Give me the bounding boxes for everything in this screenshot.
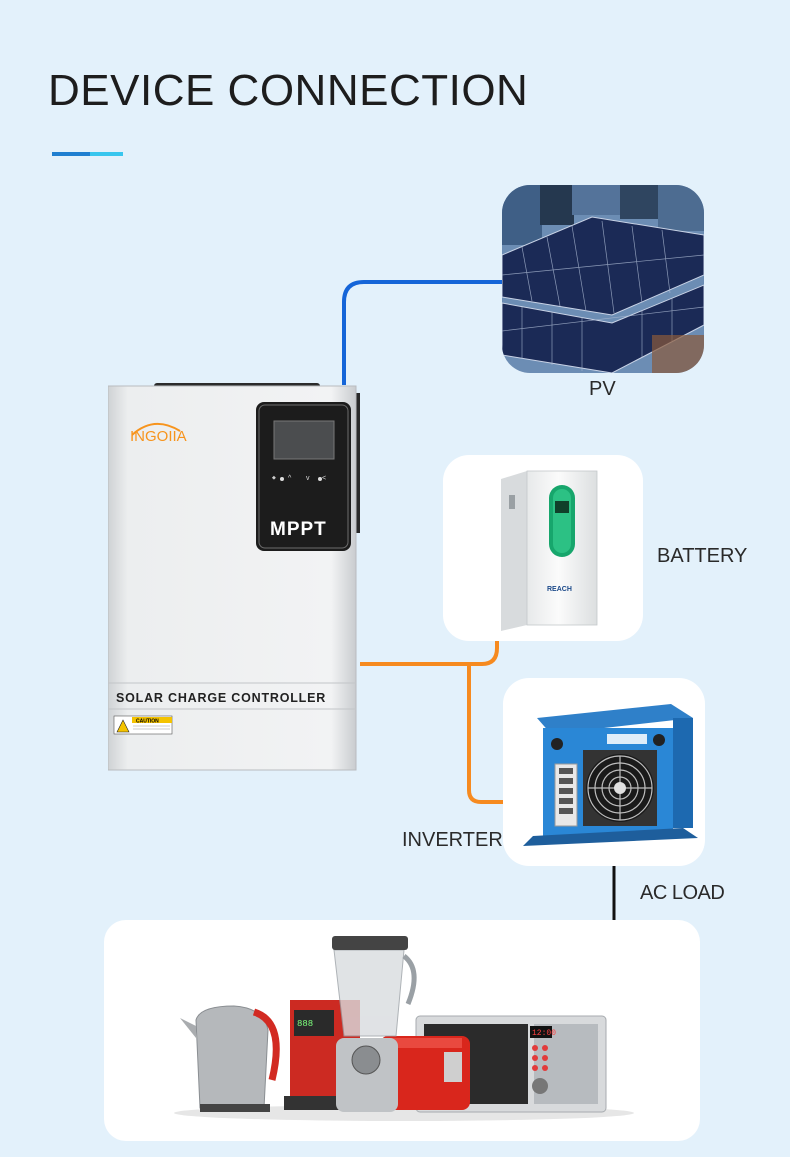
product-name-strip: SOLAR CHARGE CONTROLLER (116, 691, 326, 705)
pv-card (502, 185, 704, 373)
svg-text:^: ^ (288, 475, 292, 482)
page-title: DEVICE CONNECTION (48, 66, 529, 115)
battery-connection-line (360, 640, 499, 666)
solar-panel-photo (502, 185, 704, 373)
title-underline (52, 152, 123, 156)
home-appliances-photo: 12:00 888 (174, 936, 634, 1121)
charge-controller-photo: INGOIIA ◆ ^ v < MPPT SOLAR CHARGE CONTRO… (108, 383, 360, 771)
battery-pack-photo: REACH (501, 470, 598, 631)
inverter-card (503, 678, 705, 866)
pv-label: PV (589, 378, 616, 400)
caution-label: CAUTION (136, 719, 159, 725)
appliances-card: 12:00 888 (104, 920, 700, 1141)
battery-card: REACH (443, 455, 643, 641)
svg-text:v: v (306, 475, 310, 482)
brand-logo-text: INGOIIA (130, 428, 187, 445)
pv-connection-line (342, 280, 504, 385)
inverter-connection-line (467, 664, 504, 804)
battery-label: BATTERY (657, 545, 748, 567)
underline-segment-dark (52, 152, 90, 156)
svg-text:<: < (322, 475, 326, 482)
svg-text:REACH: REACH (547, 586, 572, 593)
svg-text:◆: ◆ (272, 475, 276, 481)
inverter-label: INVERTER (402, 829, 503, 851)
ac-load-label: AC LOAD (640, 882, 725, 904)
inverter-photo (523, 704, 698, 846)
svg-text:12:00: 12:00 (532, 1029, 556, 1038)
svg-text:888: 888 (297, 1019, 313, 1029)
underline-segment-light (90, 152, 123, 156)
mppt-label: MPPT (270, 519, 327, 540)
